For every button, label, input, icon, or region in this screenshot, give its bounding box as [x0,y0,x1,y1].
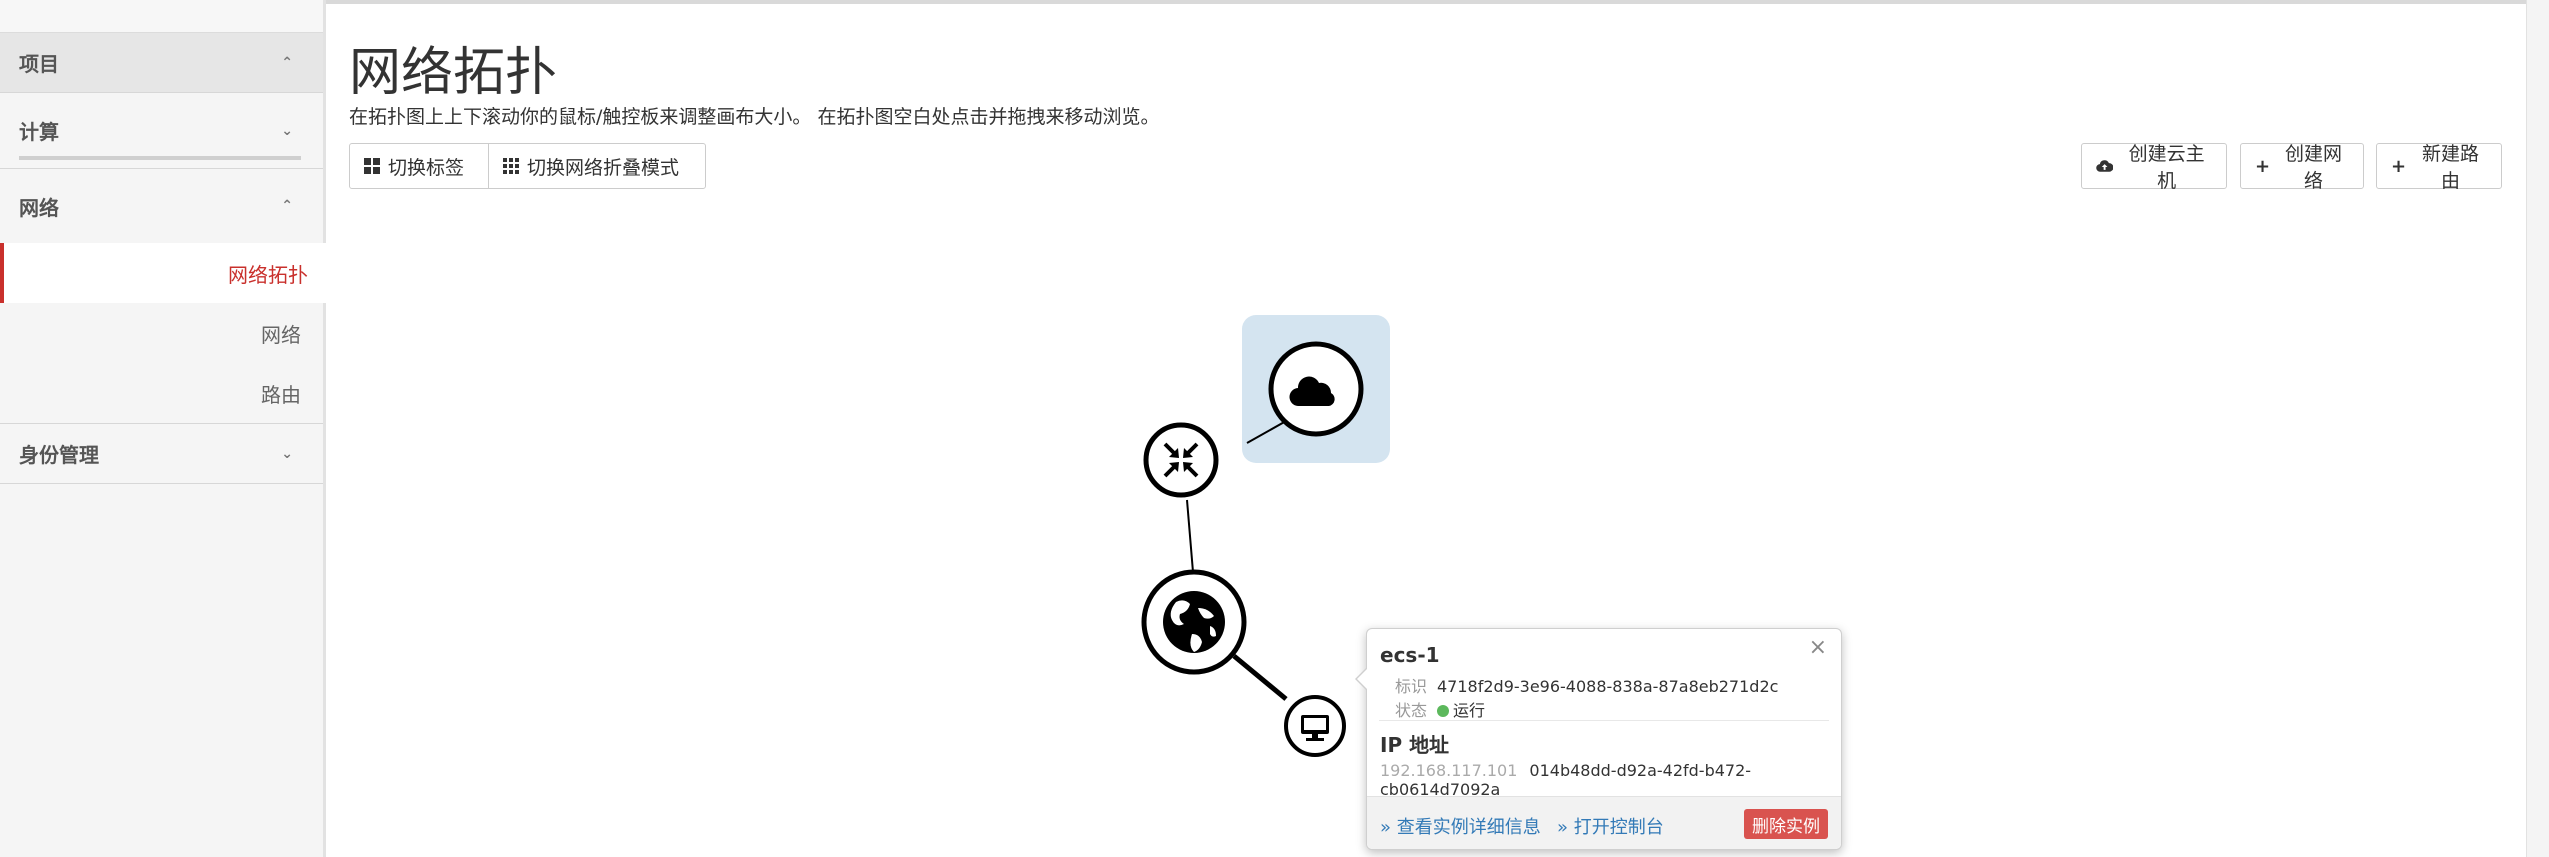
toggle-labels-button[interactable]: 切换标签 [349,143,489,189]
cloud-upload-icon [2096,160,2114,172]
chevron-up-icon: ⌃ [281,54,293,71]
sidebar-section-identity[interactable]: 身份管理 ⌄ [0,424,323,484]
create-instance-button[interactable]: 创建云主机 [2081,143,2227,192]
sidebar-item-label: 网络 [261,322,301,347]
open-console-link[interactable]: » 打开控制台 [1557,817,1664,838]
plus-icon: + [2255,155,2271,177]
delete-instance-button[interactable]: 删除实例 [1744,809,1828,839]
sidebar-section-label: 项目 [19,52,59,76]
page-subtitle: 在拓扑图上上下滚动你的鼠标/触控板来调整画布大小。 在拓扑图空白处点击并拖拽来移… [349,106,1160,128]
page-title: 网络拓扑 [349,43,558,103]
sidebar-section-label: 网络 [19,195,59,220]
external-network-node[interactable] [1268,341,1364,437]
sidebar-section-label: 身份管理 [19,443,99,467]
sidebar-top [0,0,323,33]
chevron-down-icon: ⌄ [281,445,293,462]
plus-icon: + [2391,155,2407,177]
instance-id-row: 标识 4718f2d9-3e96-4088-838a-87a8eb271d2c [1387,673,1778,697]
link-network-instance [1232,654,1288,701]
ip-address-heading: IP 地址 [1380,733,1450,757]
main-content: 网络拓扑 在拓扑图上上下滚动你的鼠标/触控板来调整画布大小。 在拓扑图空白处点击… [326,4,2549,857]
sidebar-item-network-topology[interactable]: 网络拓扑 [0,243,330,303]
top-border [326,0,2549,4]
sidebar-section-compute[interactable]: 计算 ⌄ [0,93,323,169]
popup-footer: » 查看实例详细信息 » 打开控制台 删除实例 [1367,796,1841,849]
create-router-label: 新建路由 [2422,143,2480,192]
instance-status-label: 状态 [1394,701,1427,720]
sidebar-section-label: 计算 [19,120,59,144]
router-arrows-icon [1163,442,1199,478]
instance-node[interactable] [1284,695,1346,757]
sidebar-section-project[interactable]: 项目 ⌃ [0,33,323,93]
th-large-icon [364,158,380,174]
chevron-up-icon: ⌃ [281,198,293,214]
link-router-network [1186,499,1194,573]
port-id-value: 014b48dd-d92a-42fd-b472-cb0614d7092a [1380,761,1752,799]
popup-divider [1379,720,1829,721]
instance-id-label: 标识 [1394,677,1427,696]
ip-address-value: 192.168.117.101 [1380,761,1518,780]
create-router-button[interactable]: + 新建路由 [2376,143,2502,192]
instance-status-value: 运行 [1453,701,1486,720]
status-active-icon [1437,705,1449,717]
create-network-button[interactable]: + 创建网络 [2240,143,2364,192]
instance-name: ecs-1 [1380,643,1440,667]
topology-canvas[interactable] [326,4,2526,854]
network-node[interactable] [1141,569,1247,675]
cloud-icon [1289,376,1335,407]
create-network-label: 创建网络 [2285,143,2343,192]
monitor-icon [1301,715,1329,741]
sidebar-item-routers[interactable]: 路由 [0,363,323,424]
router-node[interactable] [1143,422,1219,498]
toggle-collapse-label: 切换网络折叠模式 [527,156,680,179]
chevron-down-icon: ⌄ [281,122,293,139]
view-instance-details-link[interactable]: » 查看实例详细信息 [1380,817,1541,838]
toggle-collapse-button[interactable]: 切换网络折叠模式 [488,143,706,189]
close-icon[interactable]: × [1808,635,1827,660]
sidebar-item-networks[interactable]: 网络 [0,303,323,363]
sidebar: 项目 ⌃ 计算 ⌄ 网络 ⌃ 网络拓扑 网络 路由 身份管理 ⌄ [0,0,330,857]
page-scrollbar[interactable] [2526,0,2549,857]
sidebar-item-label: 网络拓扑 [228,262,308,287]
create-instance-label: 创建云主机 [2128,143,2205,192]
sidebar-section-network[interactable]: 网络 ⌃ [0,169,323,243]
instance-detail-popover: × ecs-1 标识 4718f2d9-3e96-4088-838a-87a8eb… [1355,628,1842,850]
instance-status-row: 状态 运行 [1387,697,1485,721]
instance-id-value: 4718f2d9-3e96-4088-838a-87a8eb271d2c [1437,677,1779,696]
th-icon [503,158,519,174]
sidebar-item-label: 路由 [261,382,301,407]
toggle-labels-label: 切换标签 [388,156,465,179]
